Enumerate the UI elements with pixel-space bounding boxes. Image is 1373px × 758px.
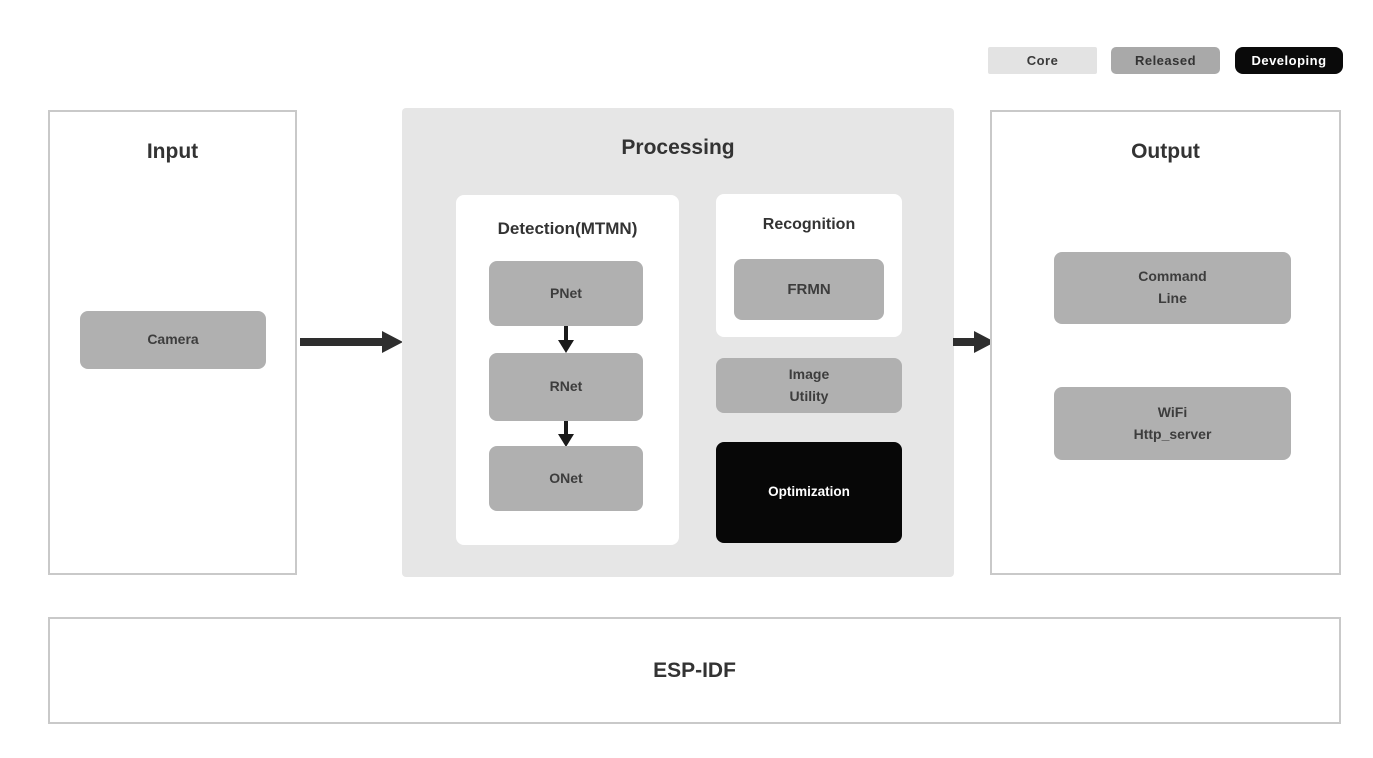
input-panel-title: Input (146, 140, 199, 163)
input-panel: Input Camera (48, 110, 297, 575)
frmn-block: FRMN (734, 259, 884, 320)
arrow-pnet-to-rnet-shaft (564, 326, 568, 341)
legend-core-chip: Core (988, 47, 1097, 74)
arrow-input-to-processing-head (382, 331, 403, 353)
optimization-block-label: Optimization (768, 484, 850, 500)
esp-idf-panel: ESP-IDF (48, 617, 1341, 724)
detection-subpanel: Detection(MTMN) PNet RNet ONet (456, 195, 679, 545)
legend-released-label: Released (1134, 53, 1197, 68)
image-utility-block: Image Utility (716, 358, 902, 413)
arrow-processing-to-output-head (974, 331, 995, 353)
wifi-http-server-label-line2: Http_server (1133, 425, 1212, 442)
image-utility-label-line2: Utility (789, 387, 829, 404)
arrow-input-to-processing-shaft (300, 338, 383, 346)
wifi-http-server-label-line1: WiFi (1157, 403, 1188, 420)
legend-developing-label: Developing (1251, 53, 1327, 68)
esp-idf-panel-title: ESP-IDF (653, 658, 736, 682)
rnet-block: RNet (489, 353, 643, 421)
detection-subpanel-title: Detection(MTMN) (497, 219, 638, 238)
onet-block-label: ONet (549, 469, 583, 486)
legend-core-label: Core (1026, 53, 1059, 68)
pnet-block: PNet (489, 261, 643, 326)
camera-block-label: Camera (147, 331, 199, 348)
output-panel: Output Command Line WiFi Http_server (990, 110, 1341, 575)
frmn-block-label: FRMN (787, 280, 831, 298)
arrow-processing-to-output-shaft (953, 338, 975, 346)
pnet-block-label: PNet (550, 284, 582, 301)
arrow-rnet-to-onet-shaft (564, 421, 568, 435)
legend-developing-chip: Developing (1235, 47, 1343, 74)
arrow-rnet-to-onet-head (558, 434, 574, 447)
recognition-subpanel: Recognition FRMN (716, 194, 902, 337)
onet-block: ONet (489, 446, 643, 511)
command-line-label-line1: Command (1138, 268, 1207, 285)
command-line-label-line2: Line (1158, 290, 1187, 306)
processing-panel-title: Processing (621, 136, 735, 159)
command-line-block: Command Line (1054, 252, 1291, 324)
legend-released-chip: Released (1111, 47, 1220, 74)
recognition-subpanel-title: Recognition (762, 216, 856, 233)
output-panel-title: Output (1131, 140, 1200, 163)
wifi-http-server-block: WiFi Http_server (1054, 387, 1291, 460)
rnet-block-label: RNet (549, 378, 583, 395)
optimization-block: Optimization (716, 442, 902, 543)
arrow-pnet-to-rnet-head (558, 340, 574, 353)
processing-panel: Processing Detection(MTMN) PNet RNet ONe… (402, 108, 954, 577)
image-utility-label-line1: Image (788, 365, 830, 382)
camera-block: Camera (80, 311, 266, 369)
